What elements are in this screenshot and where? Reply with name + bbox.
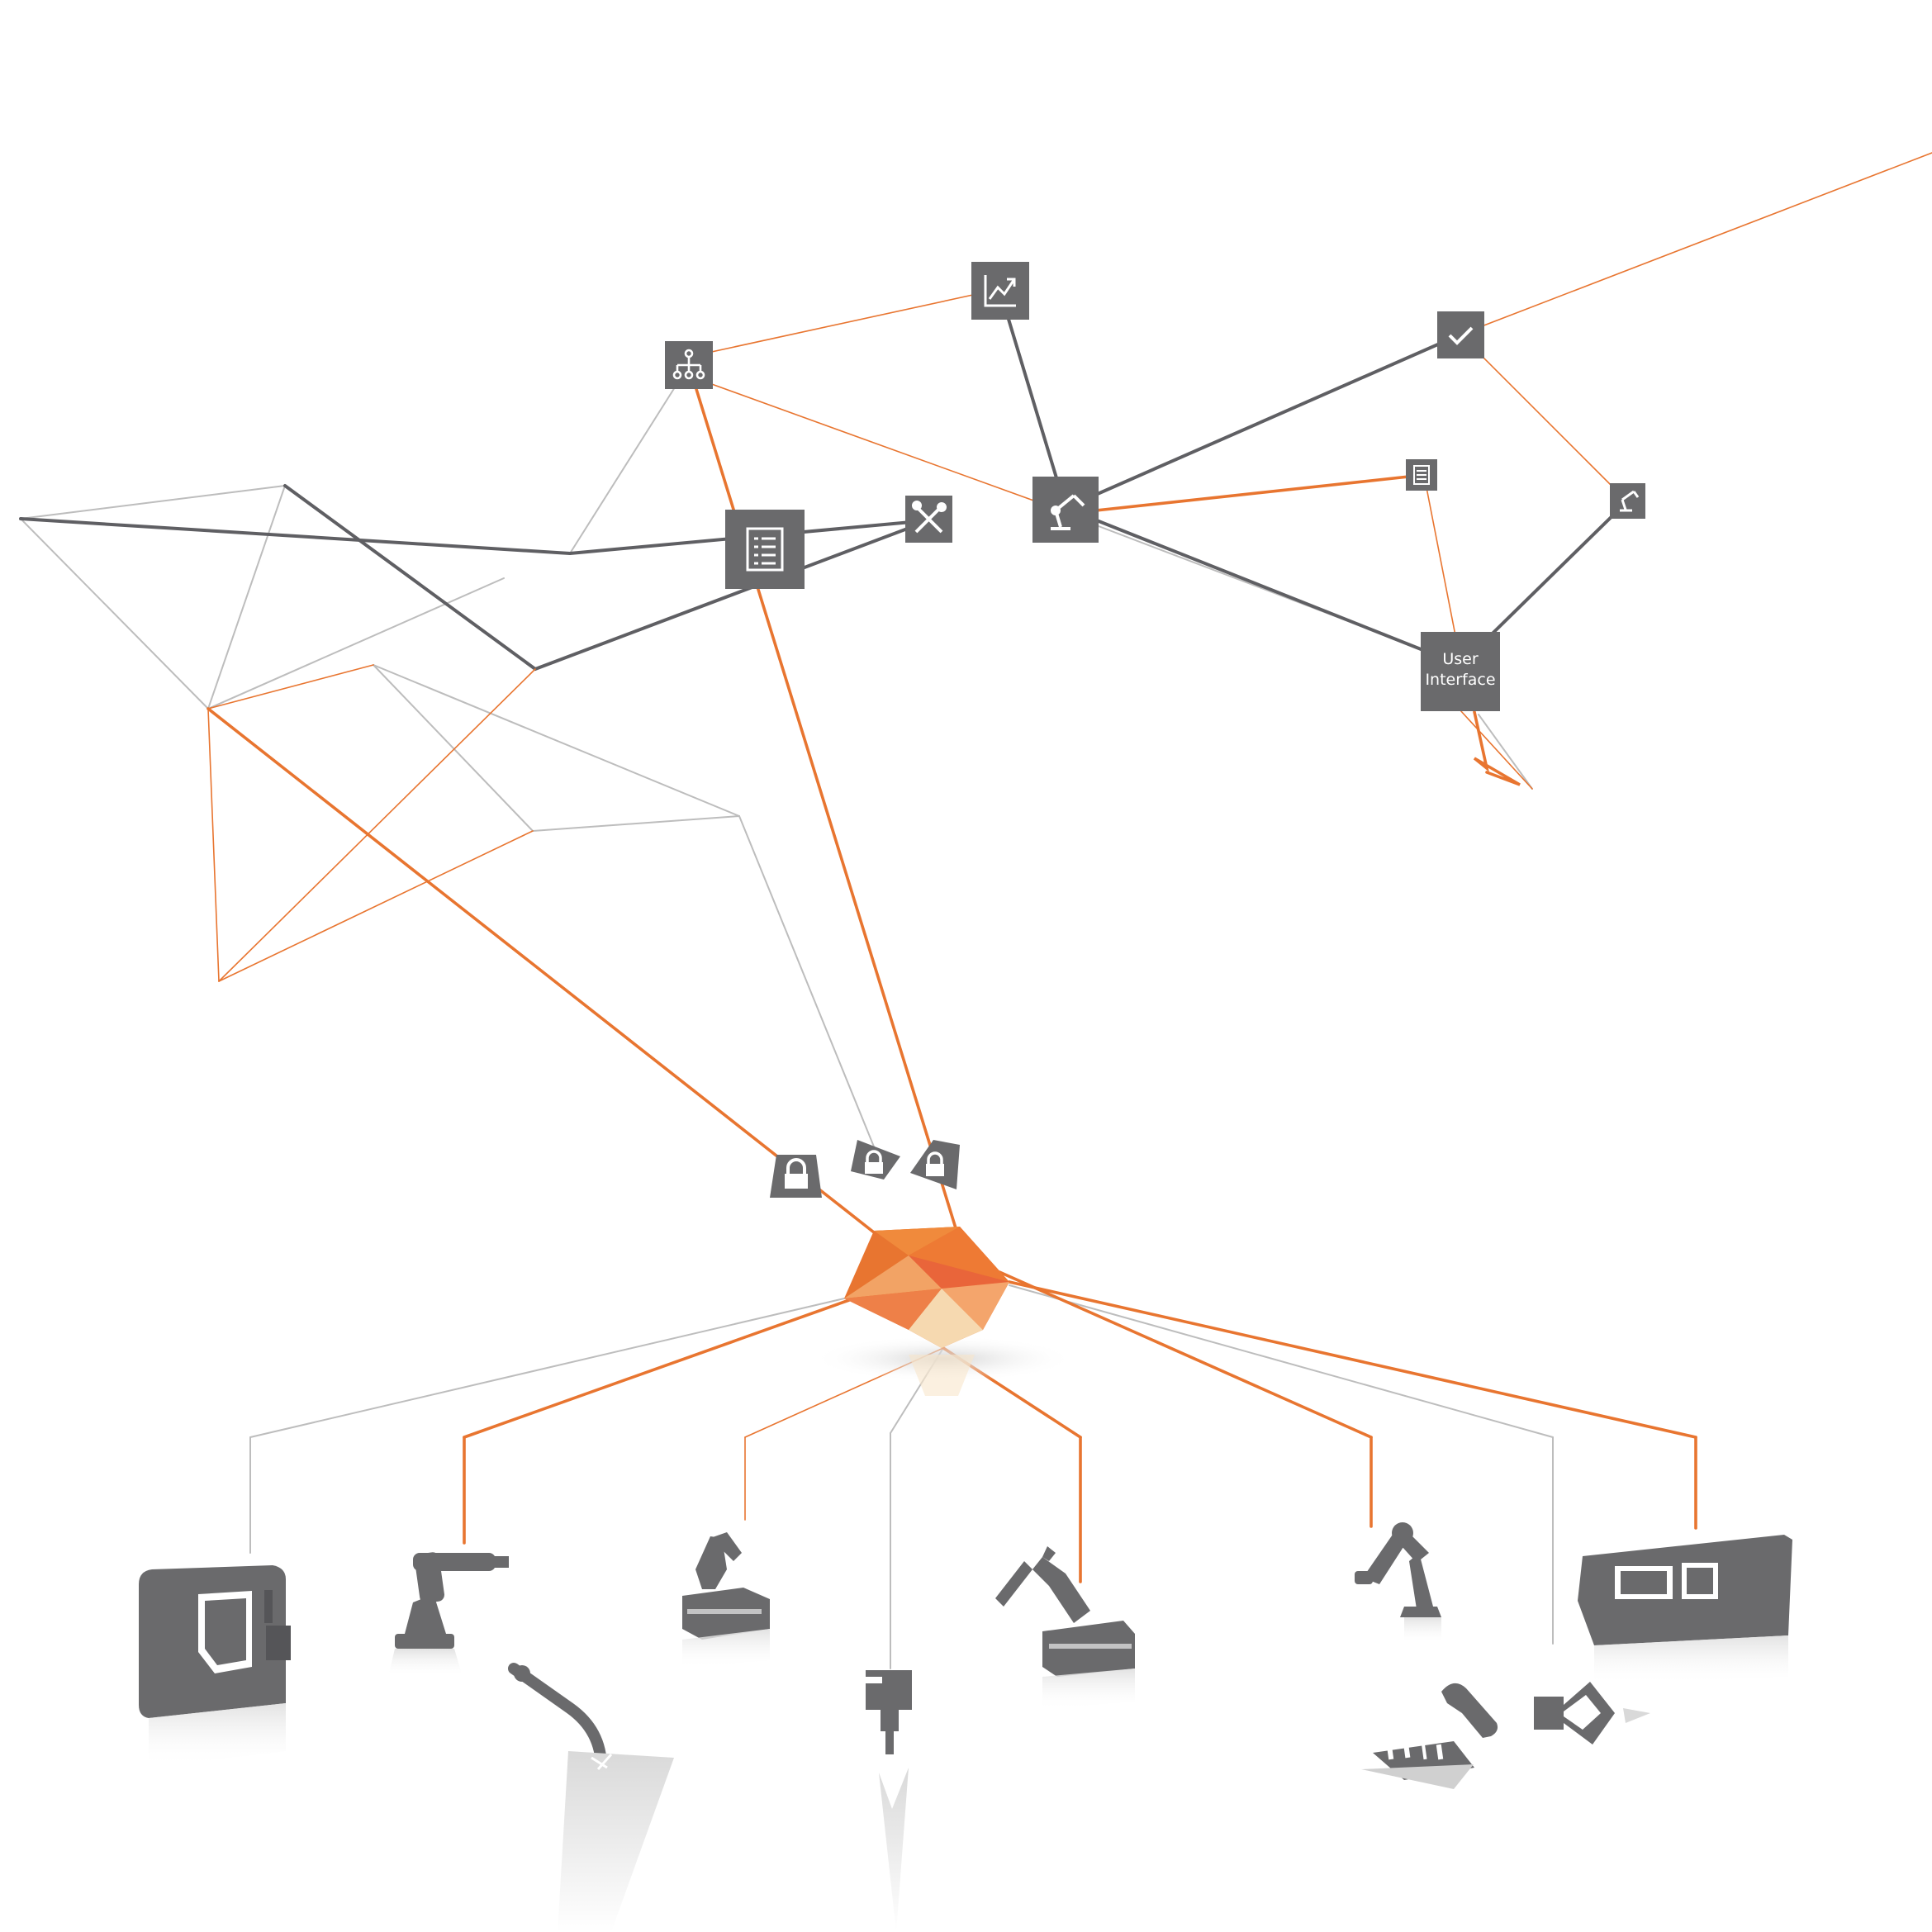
lock-icon	[865, 1150, 883, 1174]
lock-badge-left[interactable]	[770, 1155, 822, 1198]
drill-spindle-icon	[866, 1670, 912, 1932]
industrial-robot[interactable]	[388, 1551, 509, 1677]
connection-lines	[19, 152, 1932, 1669]
drill-spindle[interactable]	[866, 1670, 912, 1932]
gripper[interactable]	[1534, 1682, 1650, 1744]
hierarchy-icon	[672, 349, 705, 380]
cnc-cabinet[interactable]	[139, 1565, 291, 1768]
report-node[interactable]	[1406, 459, 1437, 491]
cnc-cabinet-icon	[139, 1565, 291, 1768]
lock-icon	[785, 1158, 808, 1189]
industrial-robot-icon	[388, 1552, 509, 1677]
quality-check-node[interactable]	[1437, 311, 1484, 358]
lock-badge-middle[interactable]	[851, 1140, 900, 1180]
hierarchy-node[interactable]	[665, 341, 713, 389]
machines	[139, 1522, 1792, 1932]
user-interface-label-line2: Interface	[1425, 671, 1495, 689]
analytics-node[interactable]	[971, 262, 1029, 320]
wireframe-dark-lines	[19, 287, 1629, 671]
gripper-icon	[1534, 1682, 1650, 1744]
welding-torch-icon	[508, 1663, 674, 1932]
wireframe-thick-orange-lines	[206, 363, 1697, 1583]
data-hub[interactable]	[811, 1227, 1075, 1396]
lock-icon	[926, 1151, 944, 1176]
mobile-manipulator[interactable]	[995, 1546, 1135, 1710]
mobile-robot-icon	[682, 1532, 770, 1669]
user-interface-label-line1: User	[1442, 650, 1478, 668]
cobot-arm[interactable]	[1355, 1522, 1441, 1644]
security-locks	[770, 1140, 960, 1198]
welding-torch[interactable]	[508, 1663, 674, 1932]
document-list-icon	[746, 527, 784, 572]
barcode-scanner-icon	[1361, 1683, 1498, 1789]
wireframe-grey-lines	[20, 364, 1554, 1669]
tools-icon	[912, 501, 947, 534]
robot-node[interactable]	[1032, 477, 1099, 543]
data-hub-icon	[844, 1227, 1009, 1348]
small-robot-arm-icon	[1620, 490, 1640, 512]
lock-badge-right[interactable]	[910, 1140, 960, 1189]
cnc-machine[interactable]	[1578, 1535, 1792, 1685]
small-document-icon	[1413, 465, 1430, 485]
checkmark-icon	[1448, 326, 1474, 345]
mobile-robot[interactable]	[682, 1532, 770, 1669]
robot-cell-node[interactable]	[1610, 483, 1645, 519]
cnc-machine-icon	[1578, 1535, 1792, 1685]
mobile-manipulator-icon	[995, 1546, 1135, 1710]
robot-arm-icon	[1051, 494, 1085, 530]
wireframe-thin-orange-lines	[207, 152, 1932, 1521]
trend-chart-icon	[984, 275, 1016, 307]
user-interface-node[interactable]: User Interface	[1421, 632, 1500, 711]
document-node[interactable]	[725, 510, 805, 589]
barcode-scanner[interactable]	[1361, 1683, 1498, 1789]
cobot-arm-icon	[1355, 1522, 1441, 1644]
maintenance-node[interactable]	[905, 496, 952, 543]
